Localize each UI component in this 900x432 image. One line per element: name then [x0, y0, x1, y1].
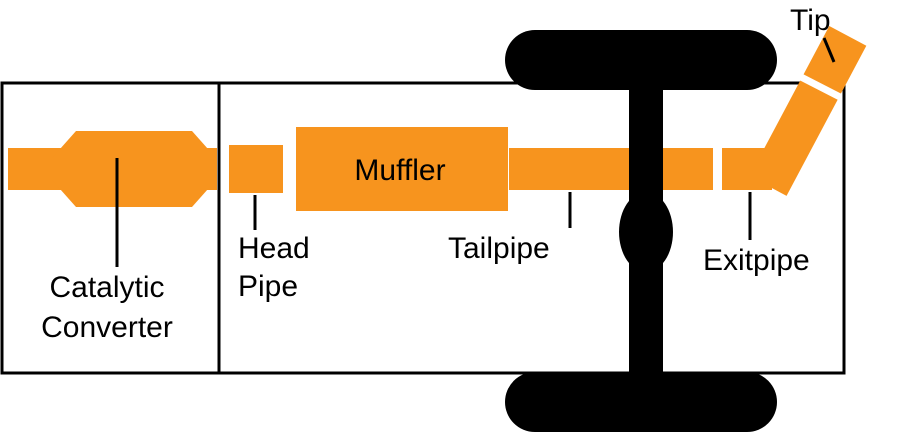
tailpipe-shape — [509, 148, 713, 190]
catalytic-label-line2: Converter — [41, 311, 173, 344]
vehicle-frame-outline — [0, 81, 846, 375]
differential — [619, 192, 673, 272]
exitpipe-label: Exitpipe — [703, 244, 810, 277]
head-pipe-shape — [229, 145, 283, 193]
tip-callout-line — [822, 37, 836, 63]
tailpipe-label: Tailpipe — [448, 232, 550, 265]
tip-label: Tip — [790, 4, 831, 37]
head-pipe-label-line2: Pipe — [238, 270, 298, 303]
catalytic-label-line1: Catalytic — [49, 271, 164, 304]
muffler-shape — [296, 127, 508, 211]
muffler-label: Muffler — [354, 154, 445, 187]
catalytic-converter-shape — [52, 131, 216, 207]
tip-joint-cut — [799, 73, 842, 101]
exitpipe-diagonal — [749, 26, 867, 196]
head-pipe-label-line1: Head — [238, 232, 310, 265]
